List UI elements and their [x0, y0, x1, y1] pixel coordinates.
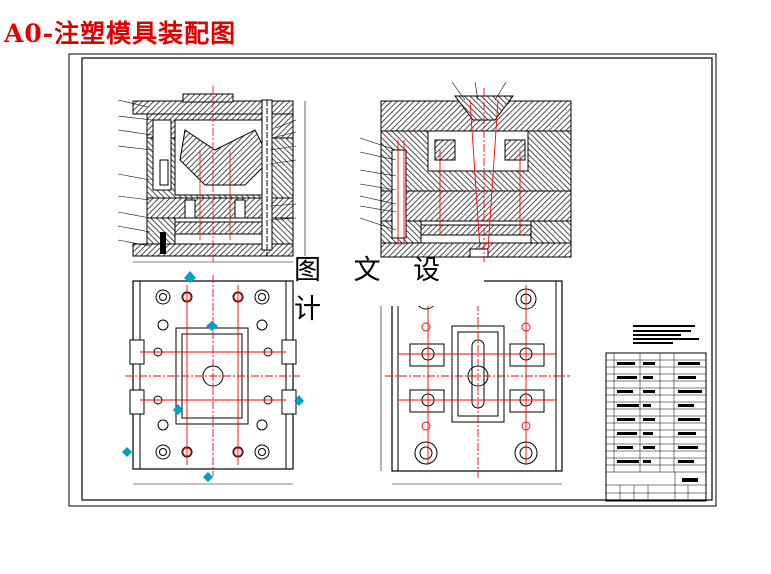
- ejector-plate: [174, 221, 266, 235]
- sheet-border: [68, 53, 717, 507]
- section-view-left: [117, 86, 306, 263]
- technical-notes: [633, 325, 699, 344]
- plan-view-left: [122, 271, 304, 485]
- drawing-title: A0-注塑模具装配图: [4, 19, 237, 48]
- sheet-inner-frame: [81, 57, 713, 501]
- watermark-text: 图 文 设 计: [294, 255, 484, 325]
- plan-view-right: [380, 275, 570, 485]
- section-view-right: [359, 81, 572, 262]
- support-plate: [146, 197, 294, 219]
- title-block: [605, 325, 707, 502]
- cross-hatch-markers: [122, 271, 304, 482]
